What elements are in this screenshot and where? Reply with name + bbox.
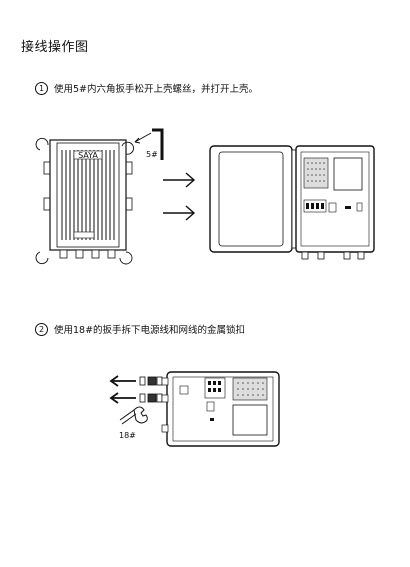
metal-lock-nut-icon	[139, 376, 163, 403]
closed-enclosure-illustration: SAYA	[35, 137, 134, 265]
brand-logo: SAYA	[78, 151, 98, 160]
hex-key-icon	[134, 128, 164, 160]
open-enclosure-illustration	[209, 145, 375, 260]
page-title: 接线操作图	[21, 40, 89, 55]
step-1: 1 使用5#内六角扳手松开上壳螺丝，并打开上壳。	[35, 81, 258, 95]
right-arrow-icon	[163, 172, 196, 221]
enclosure-interior-illustration	[161, 371, 280, 447]
step-2: 2 使用18#的扳手拆下电源线和网线的金属锁扣	[35, 322, 245, 336]
step-1-text: 使用5#内六角扳手松开上壳螺丝，并打开上壳。	[54, 84, 259, 95]
wrench-icon	[119, 406, 148, 425]
hex-key-label: 5#	[146, 150, 158, 159]
step-2-text: 使用18#的扳手拆下电源线和网线的金属锁扣	[54, 325, 246, 336]
left-arrow-icon	[109, 375, 136, 404]
wrench-label: 18#	[119, 431, 136, 440]
step-2-number: 2	[35, 322, 48, 336]
step-1-number: 1	[35, 81, 48, 95]
